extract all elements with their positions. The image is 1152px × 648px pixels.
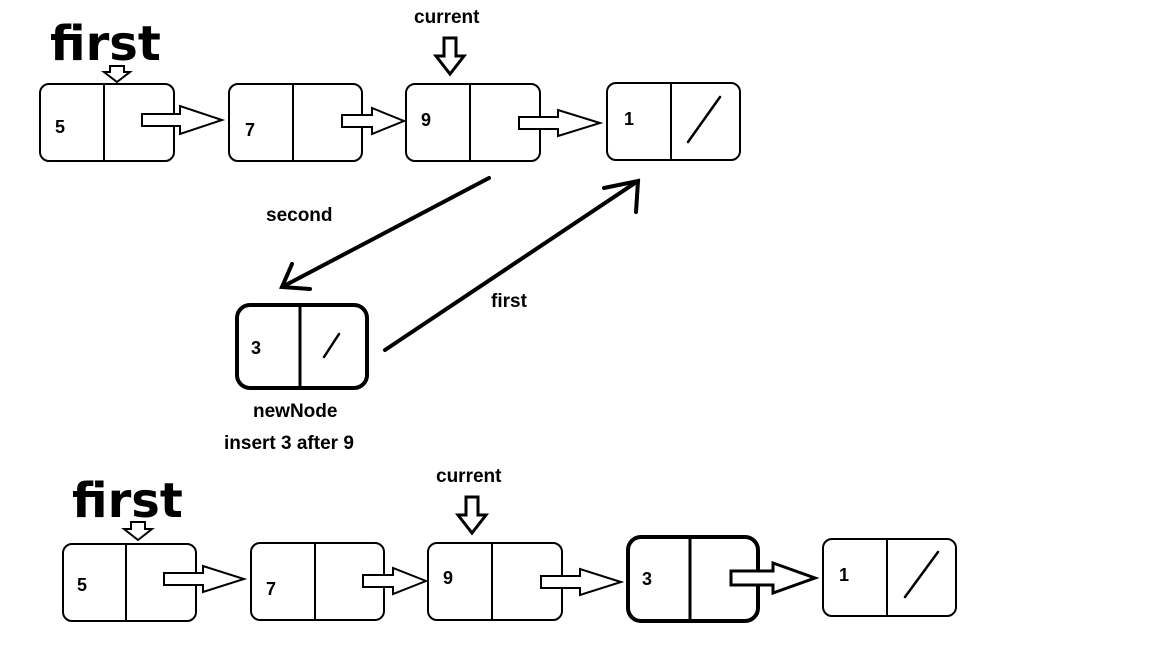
first-link-label: first [491,291,528,312]
first-pointer-arrow [383,178,641,352]
bottom-node-1: 1 [822,538,957,617]
null-pointer-icon [322,332,341,359]
bottom-next-arrow-4 [729,560,820,596]
new-node-label: newNode [253,401,337,422]
bottom-node-value: 7 [266,579,276,599]
bottom-current-down-arrow [454,495,490,536]
new-node-3: 3 [235,303,369,390]
top-next-arrow-3 [518,108,604,138]
top-first-pointer-label: first [50,16,161,72]
bottom-node-value: 3 [642,569,652,589]
top-node-value: 5 [55,117,65,137]
top-node-1: 1 [606,82,741,161]
bottom-next-arrow-3 [540,567,625,597]
top-current-label: current [414,7,480,28]
bottom-first-pointer-label: first [72,473,183,529]
bottom-node-value: 9 [443,568,453,588]
top-next-arrow-1 [141,104,226,136]
second-label: second [266,205,333,226]
bottom-node-value: 5 [77,575,87,595]
bottom-next-arrow-2 [362,566,429,596]
bottom-first-down-arrow [121,521,155,542]
null-pointer-icon [903,550,940,599]
top-node-value: 7 [245,120,255,140]
top-next-arrow-2 [341,106,407,136]
null-pointer-icon [686,95,722,144]
top-first-down-arrow [101,65,133,84]
top-node-5: 5 [39,83,175,162]
bottom-node-value: 1 [839,565,849,585]
top-node-value: 1 [624,109,634,129]
second-pointer-arrow [279,176,491,291]
bottom-next-arrow-1 [163,564,248,594]
new-node-value: 3 [251,338,261,358]
top-current-down-arrow [432,36,468,77]
bottom-current-label: current [436,466,502,487]
bottom-node-3-inserted: 3 [626,535,760,623]
top-node-value: 9 [421,110,431,130]
caption: insert 3 after 9 [224,433,354,454]
